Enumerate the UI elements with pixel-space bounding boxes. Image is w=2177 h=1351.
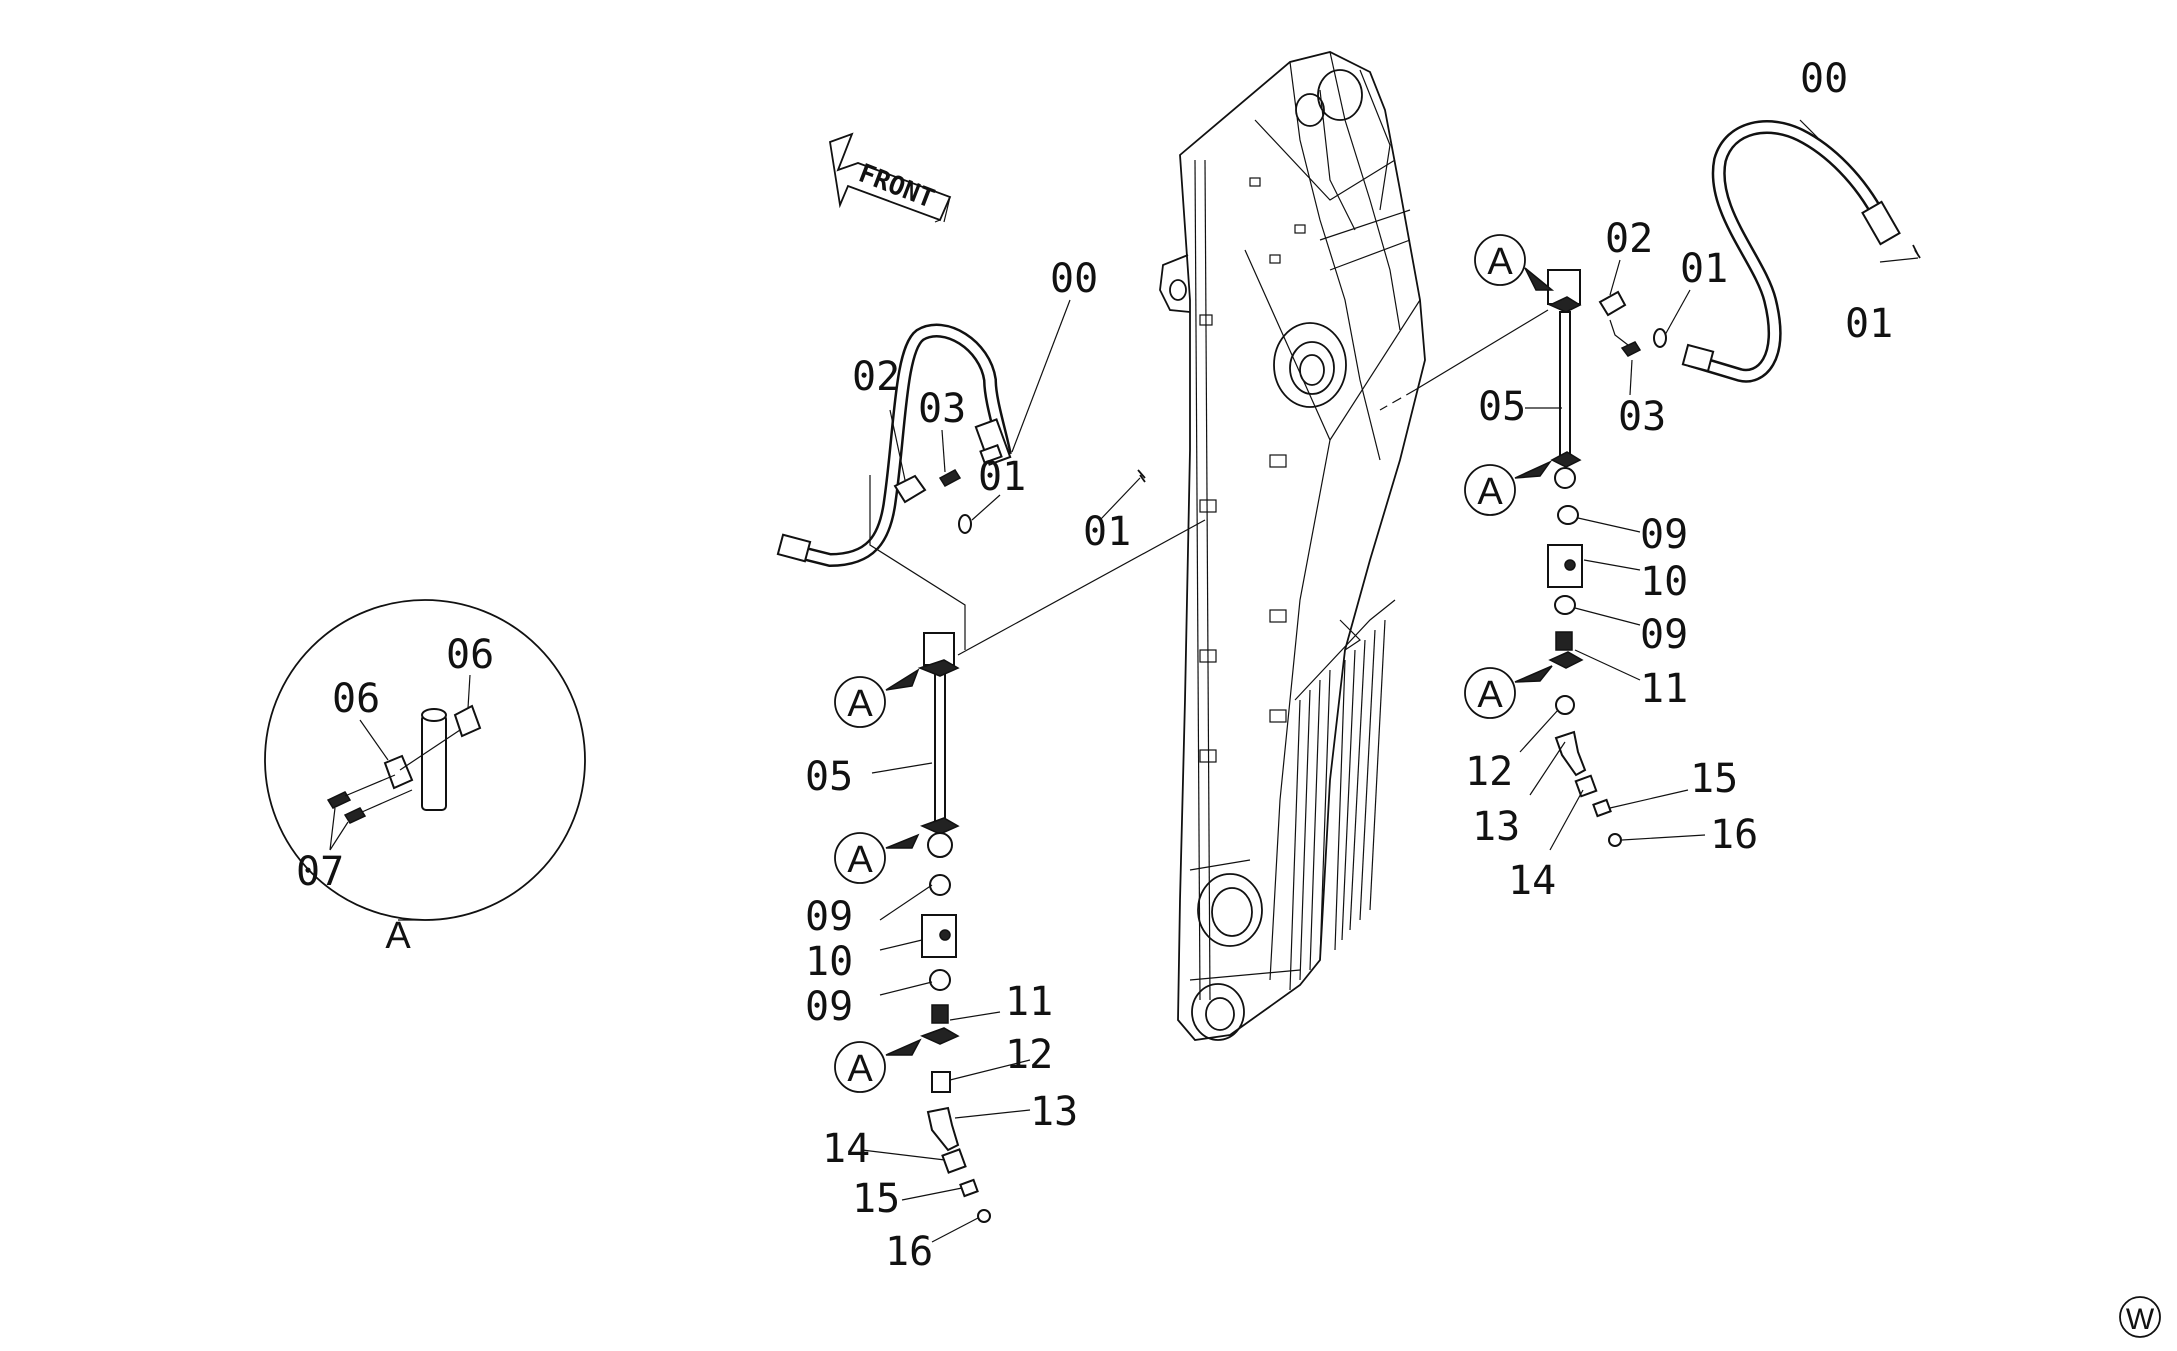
part-label-06: 06: [332, 676, 380, 722]
svg-text:A: A: [847, 839, 873, 881]
part-label-02: 02: [1605, 216, 1653, 262]
part-label-00: 00: [1800, 56, 1848, 102]
part-label-00: 00: [1050, 256, 1098, 302]
part-label-09: 09: [1640, 512, 1688, 558]
svg-text:A: A: [1477, 674, 1503, 716]
leader-lines: [329, 119, 1919, 1243]
part-label-15: 15: [852, 1176, 900, 1222]
part-label-07: 07: [296, 849, 344, 895]
detail-a-label: A: [385, 915, 411, 957]
part-label-05: 05: [805, 754, 853, 800]
part-label-14: 14: [1508, 858, 1556, 904]
part-label-11: 11: [1640, 666, 1688, 712]
callout-a-marker: A: [834, 1038, 922, 1093]
part-label-16: 16: [1710, 812, 1758, 858]
watermark-letter: W: [2126, 1303, 2155, 1336]
part-label-01: 01: [1083, 509, 1131, 555]
part-label-01: 01: [978, 454, 1026, 500]
part-label-01: 01: [1680, 246, 1728, 292]
callout-a-marker: A: [834, 832, 920, 884]
left-assembly: [776, 323, 1206, 1223]
part-label-05: 05: [1478, 384, 1526, 430]
part-labels: 00 02 03 01 01 05 09 10 09 11 12 13 14 1…: [296, 56, 1893, 1275]
part-label-06: 06: [446, 632, 494, 678]
part-label-03: 03: [1618, 394, 1666, 440]
part-label-03: 03: [918, 386, 966, 432]
part-label-13: 13: [1030, 1089, 1078, 1135]
callout-a-marker: A: [1464, 460, 1553, 516]
callout-markers: A A A A A A: [834, 234, 1555, 1093]
part-label-02: 02: [852, 354, 900, 400]
part-label-16: 16: [885, 1229, 933, 1275]
part-label-09: 09: [1640, 612, 1688, 658]
part-label-11: 11: [1005, 979, 1053, 1025]
arm-body: [1159, 51, 1426, 1041]
watermark-logo: W: [2119, 1296, 2161, 1338]
part-label-15: 15: [1690, 756, 1738, 802]
part-label-10: 10: [1640, 559, 1688, 605]
part-label-09: 09: [805, 984, 853, 1030]
svg-text:A: A: [847, 683, 873, 725]
part-label-10: 10: [805, 939, 853, 985]
part-label-12: 12: [1465, 749, 1513, 795]
part-label-01: 01: [1845, 301, 1893, 347]
callout-a-marker: A: [834, 668, 920, 728]
front-arrow: FRONT: [828, 132, 952, 223]
svg-text:A: A: [1487, 241, 1513, 283]
part-label-09: 09: [805, 894, 853, 940]
part-label-13: 13: [1472, 804, 1520, 850]
svg-text:A: A: [1477, 471, 1503, 513]
callout-a-marker: A: [1474, 234, 1555, 291]
front-label: FRONT: [854, 159, 938, 215]
part-label-14: 14: [822, 1126, 870, 1172]
right-assembly: [1379, 120, 1921, 847]
part-label-12: 12: [1005, 1032, 1053, 1078]
svg-text:A: A: [847, 1048, 873, 1090]
callout-a-marker: A: [1464, 665, 1553, 719]
